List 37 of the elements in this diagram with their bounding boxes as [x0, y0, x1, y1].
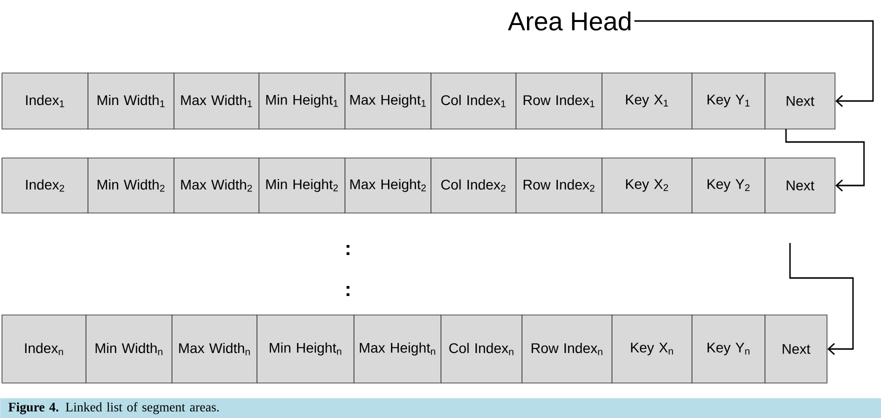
field-cell: Index$_{2}$	[2, 158, 88, 214]
field-cell: Max Height$_{2}$	[344, 158, 432, 214]
field-cell: Max Width$_{2}$	[174, 158, 260, 214]
field-cell: Min Width$_{n}$	[86, 314, 172, 384]
field-cell: Key X$_{1}$	[602, 72, 692, 130]
caption: Figure 4. Linked list of segment areas.	[0, 398, 881, 418]
field-cell: Key X$_{n}$	[612, 314, 692, 384]
ellipsis: :	[346, 244, 350, 256]
field-cell: Key X$_{2}$	[602, 158, 692, 214]
arrow	[785, 129, 865, 192]
field-cell: Col Index$_{1}$	[430, 72, 516, 130]
field-cell: Min Width$_{1}$	[88, 72, 174, 130]
arrow	[789, 243, 854, 356]
field-cell: Index$_{1}$	[2, 72, 88, 130]
field-cell: Max Width$_{n}$	[172, 314, 258, 384]
field-cell: Row Index$_{n}$	[522, 314, 612, 384]
field-cell: Max Height$_{n}$	[354, 314, 442, 384]
field-cell: Index$_{n}$	[2, 314, 86, 384]
field-cell: Min Width$_{2}$	[88, 158, 174, 214]
field-cell: Max Height$_{1}$	[344, 72, 432, 130]
field-cell: Next	[764, 72, 836, 130]
field-cell: Next	[764, 158, 836, 214]
field-cell: Next	[764, 314, 828, 384]
heading: Area Head	[508, 11, 630, 31]
field-cell: Max Width$_{1}$	[174, 72, 260, 130]
field-cell: Row Index$_{1}$	[516, 72, 602, 130]
field-cell: Key Y$_{1}$	[692, 72, 766, 130]
field-cell: Row Index$_{2}$	[516, 158, 602, 214]
ellipsis: :	[346, 286, 350, 296]
field-cell: Col Index$_{2}$	[430, 158, 516, 214]
field-cell: Col Index$_{n}$	[440, 314, 522, 384]
field-cell: Min Height$_{2}$	[258, 158, 346, 214]
field-cell: Key Y$_{2}$	[692, 158, 766, 214]
field-cell: Min Height$_{n}$	[256, 314, 354, 384]
arrow	[634, 20, 874, 108]
field-cell: Min Height$_{1}$	[258, 72, 346, 130]
field-cell: Key Y$_{n}$	[692, 314, 766, 384]
